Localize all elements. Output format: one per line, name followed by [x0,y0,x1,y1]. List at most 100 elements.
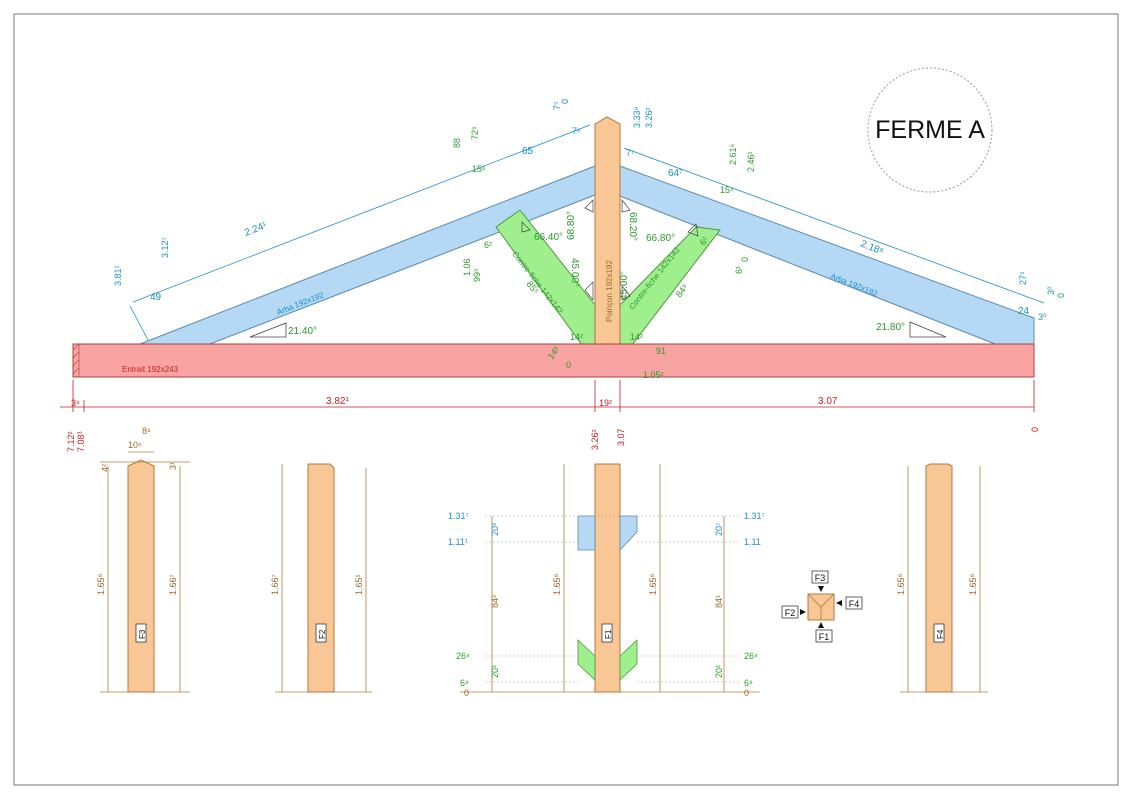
dim-cf-right-61: 6¹ [734,266,744,274]
angle-cf-right-c: 45.00° [619,271,630,300]
dim-bottom-326: 3.26² [590,429,600,450]
angle-cf-right-b: 66.80° [646,233,675,244]
face-f1: F1 [819,632,830,642]
f1-l-111: 1.11¹ [448,537,468,547]
dim-bottom-39: 3⁹ [71,398,80,408]
f4-label: F4 [936,629,945,639]
dim-left-65: 65 [522,146,534,157]
dim-left-72: 72⁵ [470,126,480,140]
dim-bottom-307v: 3.07 [616,428,626,446]
face-key-arrow-top [818,586,824,592]
dim-right-246: 2.46¹ [746,151,756,172]
dim-right-0: 0 [1056,293,1066,298]
angle-cf-left-b: 68.80° [566,211,577,240]
f1-r-84: 84¹ [714,595,724,608]
piece-f4 [925,463,953,693]
dim-right-326: 3.26² [644,107,654,128]
entrait [72,343,1035,378]
angle-cf-left-c: 45.00° [569,258,580,287]
dim-bottom-382: 3.82¹ [326,396,349,407]
dimline-arba-left [132,124,591,303]
face-key-arrow-right [836,600,842,606]
face-f3: F3 [815,573,826,583]
angle-left-slope: 21.40° [288,326,317,337]
f1-l-0: 0 [464,688,469,698]
dim-bottom-708: 7.08³ [76,431,86,452]
f1-notch-blue-left [577,515,596,551]
f1-l-131: 1.31⁷ [448,511,469,521]
dim-right-3b: 3⁰ [1038,312,1047,322]
f1-l-84: 84² [490,595,500,608]
f2-label: F2 [318,629,327,639]
dim-cf-right-0: 0 [740,257,750,262]
angle-cf-right-a: 68.20° [627,212,638,241]
slope-triangle-right [909,321,947,338]
f1-r-26: 26⁹ [744,651,758,661]
f1-l-6: 6⁹ [460,678,469,688]
f1-notch-green-right [619,639,638,681]
piece-f3 [127,459,155,693]
dim-entrait-91: 91 [656,346,666,356]
dim-left-15: 15⁶ [472,164,486,174]
f1-notch-green-left [577,639,596,681]
f3-h1: 1.65⁸ [96,573,106,595]
dim-left-381: 3.81¹ [113,265,123,286]
dim-bottom-712: 7.12² [66,431,76,452]
f2-h2: 1.65¹ [354,574,364,595]
dim-right-7: 7⁷ [626,148,634,158]
dim-cf-right-14: 14² [630,332,643,342]
drawing-title: FERME A [875,116,985,144]
dim-left-49: 49 [150,292,162,303]
dim-cf-left-14: 14² [570,332,583,342]
title-circle [867,67,993,193]
dim-right-64: 64⁷ [668,168,683,179]
sheet-frame [13,13,1119,786]
strut-angle-marks [521,199,699,301]
dim-left-0: 0 [560,99,570,104]
f1-notch-blue-right [619,515,638,552]
f3-w1: 8⁸ [142,426,151,436]
f1-r-6: 6⁹ [744,678,753,688]
dim-bottom-19: 19² [599,398,612,408]
f1-l-20a: 20⁶ [490,522,500,536]
f3-t2: 3¹ [168,462,178,470]
face-f2: F2 [785,608,796,618]
slope-triangle-left [249,322,287,338]
f1-l-20b: 20¹ [490,665,500,678]
dim-right-333: 3.33⁹ [632,106,642,128]
f3-label: F3 [138,629,147,639]
dim-right-15: 15⁴ [720,185,734,195]
f4-h1: 1.65⁸ [896,573,906,595]
piece-f2 [307,463,335,693]
face-key-arrow-bottom [818,622,824,628]
f3-h2: 1.66⁷ [168,574,178,595]
dimline-arba-right [623,147,1045,304]
dim-cf-left-106: 1.06 [462,258,472,276]
dim-cf-left-99: 99⁵ [472,268,482,282]
f3-w2: 10⁶ [128,440,142,450]
angle-cf-left-a: 66.40° [534,232,563,243]
dim-cf-left-6: 6² [484,240,492,250]
f1-r-0: 0 [744,688,749,698]
dim-left-224: 2.24¹ [243,220,269,239]
dim-right-3a: 3⁰ [1046,286,1056,295]
dim-left-7a: 7⁵ [552,101,562,110]
entrait-hatch [72,343,80,377]
face-f4: F4 [849,599,860,609]
dim-left-88: 88 [452,138,462,148]
dim-bottom-307: 3.07 [818,396,838,407]
f2-h1: 1.66⁷ [270,574,280,595]
f1-l-26: 26⁹ [456,651,470,661]
f1-label: F1 [604,629,613,639]
dim-entrait-105: 1.05² [643,370,664,380]
f1-r-111: 1.11 [744,537,761,547]
dim-left-312: 3.12⁷ [160,237,170,258]
dim-bottom-0: 0 [1030,427,1040,432]
f1-h1: 1.65⁸ [552,573,562,595]
dim-right-24: 24 [1018,306,1030,317]
f4-h2: 1.65⁸ [968,573,978,595]
dim-right-27: 27⁵ [1018,271,1028,285]
dim-right-261: 2.61⁶ [728,143,738,165]
dim-left-7b: 7⁶ [572,126,581,136]
